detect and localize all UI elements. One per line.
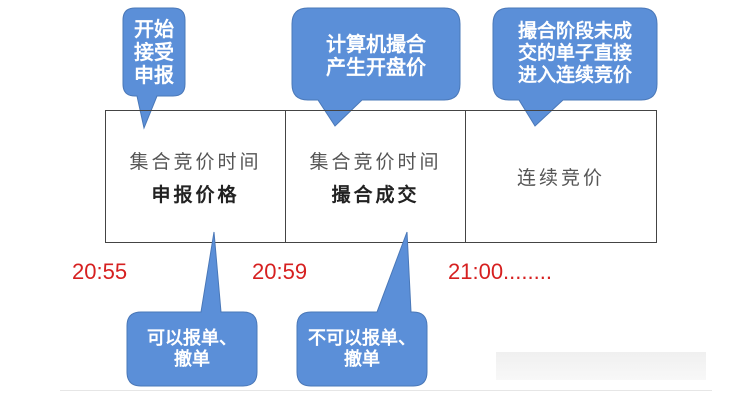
- speech-bubble-shape: [122, 7, 186, 130]
- time-label-matching: 20:59: [252, 259, 308, 284]
- callout-computer-matching-opening-price: 计算机撮合 产生开盘价: [291, 7, 461, 128]
- callout-line: 不可以报单、: [308, 328, 416, 350]
- callout-line: 撤单: [344, 349, 380, 370]
- callout-text: 不可以报单、 撤单: [297, 314, 427, 386]
- callout-line: 产生开盘价: [326, 55, 426, 79]
- phase-continuous-auction: 连续竞价: [465, 111, 656, 242]
- callout-start-accepting-orders: 开始 接受 申报: [122, 7, 186, 130]
- watermark-blur: [496, 352, 706, 380]
- callout-line: 申报: [134, 62, 174, 87]
- speech-bubble-shape: [296, 231, 428, 387]
- callout-text: 撮合阶段未成 交的单子直接 进入连续竞价: [493, 8, 657, 100]
- callout-unfilled-orders-enter-continuous: 撮合阶段未成 交的单子直接 进入连续竞价: [492, 7, 658, 128]
- trading-phase-table: 集合竞价时间 申报价格 集合竞价时间 撮合成交 连续竞价: [105, 110, 657, 243]
- callout-line: 接受: [134, 39, 174, 64]
- callout-cannot-place-cancel-orders: 不可以报单、 撤单: [296, 231, 428, 388]
- phase-sublabel: 申报价格: [151, 183, 240, 206]
- time-label-continuous: 21:00........: [448, 259, 552, 284]
- phase-label: 集合竞价时间: [309, 150, 442, 173]
- callout-can-place-cancel-orders: 可以报单、 撤单: [126, 231, 258, 388]
- speech-bubble-shape: [126, 231, 258, 387]
- callout-line: 开始: [134, 16, 174, 41]
- phase-call-auction-order-entry: 集合竞价时间 申报价格: [106, 111, 285, 242]
- callout-line: 计算机撮合: [326, 32, 426, 56]
- callout-text: 计算机撮合 产生开盘价: [292, 12, 460, 100]
- phase-call-auction-matching: 集合竞价时间 撮合成交: [285, 111, 465, 242]
- callout-line: 撮合阶段未成: [517, 20, 632, 43]
- callout-line: 交的单子直接: [517, 42, 632, 65]
- callout-text: 开始 接受 申报: [123, 8, 185, 96]
- speech-bubble-shape: [492, 7, 658, 127]
- speech-bubble-shape: [291, 7, 461, 127]
- phase-sublabel: 撮合成交: [331, 183, 420, 206]
- callout-line: 进入连续竞价: [517, 63, 632, 86]
- callout-line: 撤单: [174, 349, 210, 370]
- phase-label: 集合竞价时间: [129, 150, 262, 173]
- bottom-divider: [60, 390, 712, 391]
- time-label-start: 20:55: [72, 259, 128, 284]
- callout-line: 可以报单、: [147, 328, 237, 350]
- callout-text: 可以报单、 撤单: [127, 314, 257, 386]
- phase-label: 连续竞价: [516, 167, 605, 189]
